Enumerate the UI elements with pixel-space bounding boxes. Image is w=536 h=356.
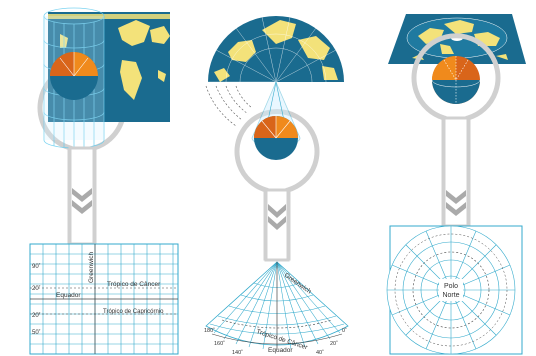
lon-label-0: 0˚ xyxy=(342,327,347,334)
lon-label-140: 140˚ xyxy=(232,349,243,356)
tropic-capricorn-label: Trópico de Capricórnio xyxy=(103,309,164,315)
cylindrical-connector-chevrons xyxy=(68,146,96,246)
azimuthal-keyhole-frame xyxy=(411,33,501,229)
lat-label-50: 50˚ xyxy=(32,329,41,336)
conic-connector-chevrons xyxy=(264,188,290,262)
chevron-down-icon xyxy=(446,190,466,204)
conic-dashed-arcs xyxy=(205,85,253,127)
equator-label: Equador xyxy=(56,292,81,299)
conic-world-map xyxy=(208,16,344,83)
azimuthal-result-grid: Polo Norte xyxy=(386,225,523,355)
tropic-cancer-label: Trópico de Câncer xyxy=(107,281,161,288)
conic-keyhole-frame xyxy=(234,109,320,261)
greenwich-label: Greenwich xyxy=(88,252,95,283)
chevron-down-icon xyxy=(72,200,92,214)
cylindrical-result-grid: 90˚ 20˚ 20˚ 50˚ Greenwich Trópico de Cân… xyxy=(29,243,179,355)
conic-globe xyxy=(254,116,298,160)
azimuthal-projection: Polo Norte xyxy=(386,14,526,355)
conic-equator-label: Equador xyxy=(268,347,293,354)
chevron-down-icon xyxy=(268,216,286,230)
azimuthal-connector-chevrons xyxy=(442,116,470,228)
conic-result-fan: Greenwich Trópico de Câncer Equador 180˚… xyxy=(204,261,349,356)
cylindrical-globe xyxy=(50,52,98,100)
lon-label-160: 160˚ xyxy=(214,340,225,347)
lon-label-20: 20˚ xyxy=(330,340,338,347)
cylindrical-projection: 90˚ 20˚ 20˚ 50˚ Greenwich Trópico de Cân… xyxy=(29,7,179,355)
north-pole-label-line1: Polo xyxy=(444,283,458,290)
lat-label-90: 90˚ xyxy=(32,263,41,270)
chevron-down-icon xyxy=(268,204,286,218)
lon-label-40: 40˚ xyxy=(316,349,324,356)
lat-label-20n: 20˚ xyxy=(32,285,41,292)
chevron-down-icon xyxy=(72,188,92,202)
azimuthal-globe xyxy=(431,56,481,104)
lat-label-20s: 20˚ xyxy=(32,312,41,319)
chevron-down-icon xyxy=(446,202,466,216)
north-pole-label-line2: Norte xyxy=(442,292,459,299)
lon-label-180: 180˚ xyxy=(204,327,215,334)
conic-projection: Greenwich Trópico de Câncer Equador 180˚… xyxy=(204,16,349,356)
